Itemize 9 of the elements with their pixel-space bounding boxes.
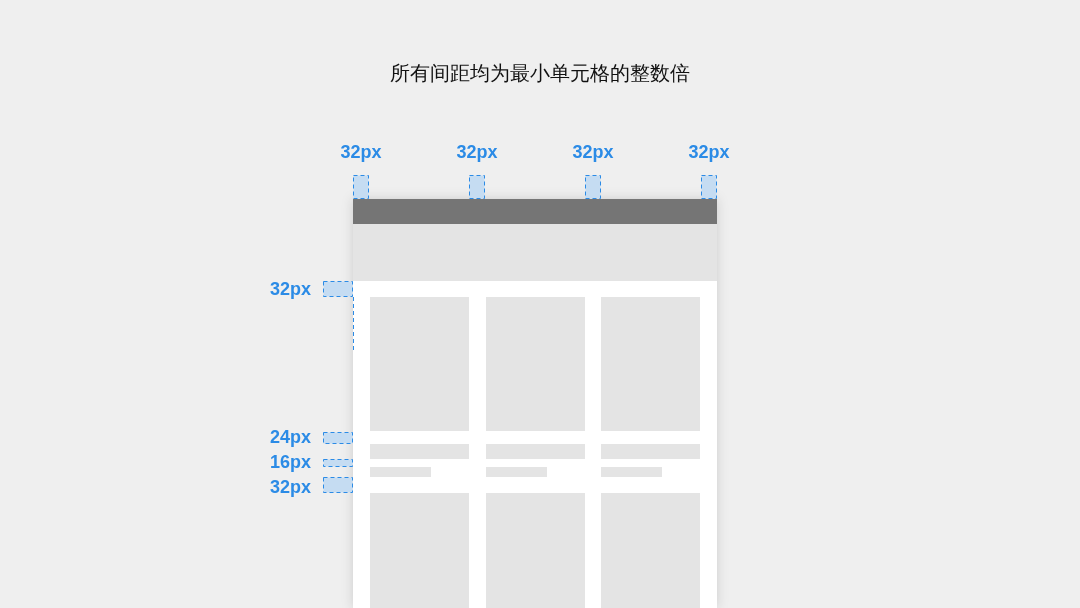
dimension-label: 16px bbox=[270, 451, 312, 473]
dimension-label: 32px bbox=[270, 278, 312, 300]
title: 所有间距均为最小单元格的整数倍 bbox=[389, 60, 691, 87]
dimension-label: 32px bbox=[340, 141, 382, 163]
dimension-label: 32px bbox=[688, 141, 730, 163]
dimension-label: 24px bbox=[270, 426, 312, 448]
dimension-label: 32px bbox=[572, 141, 614, 163]
dimension-label: 32px bbox=[456, 141, 498, 163]
dimension-label: 32px bbox=[270, 476, 312, 498]
